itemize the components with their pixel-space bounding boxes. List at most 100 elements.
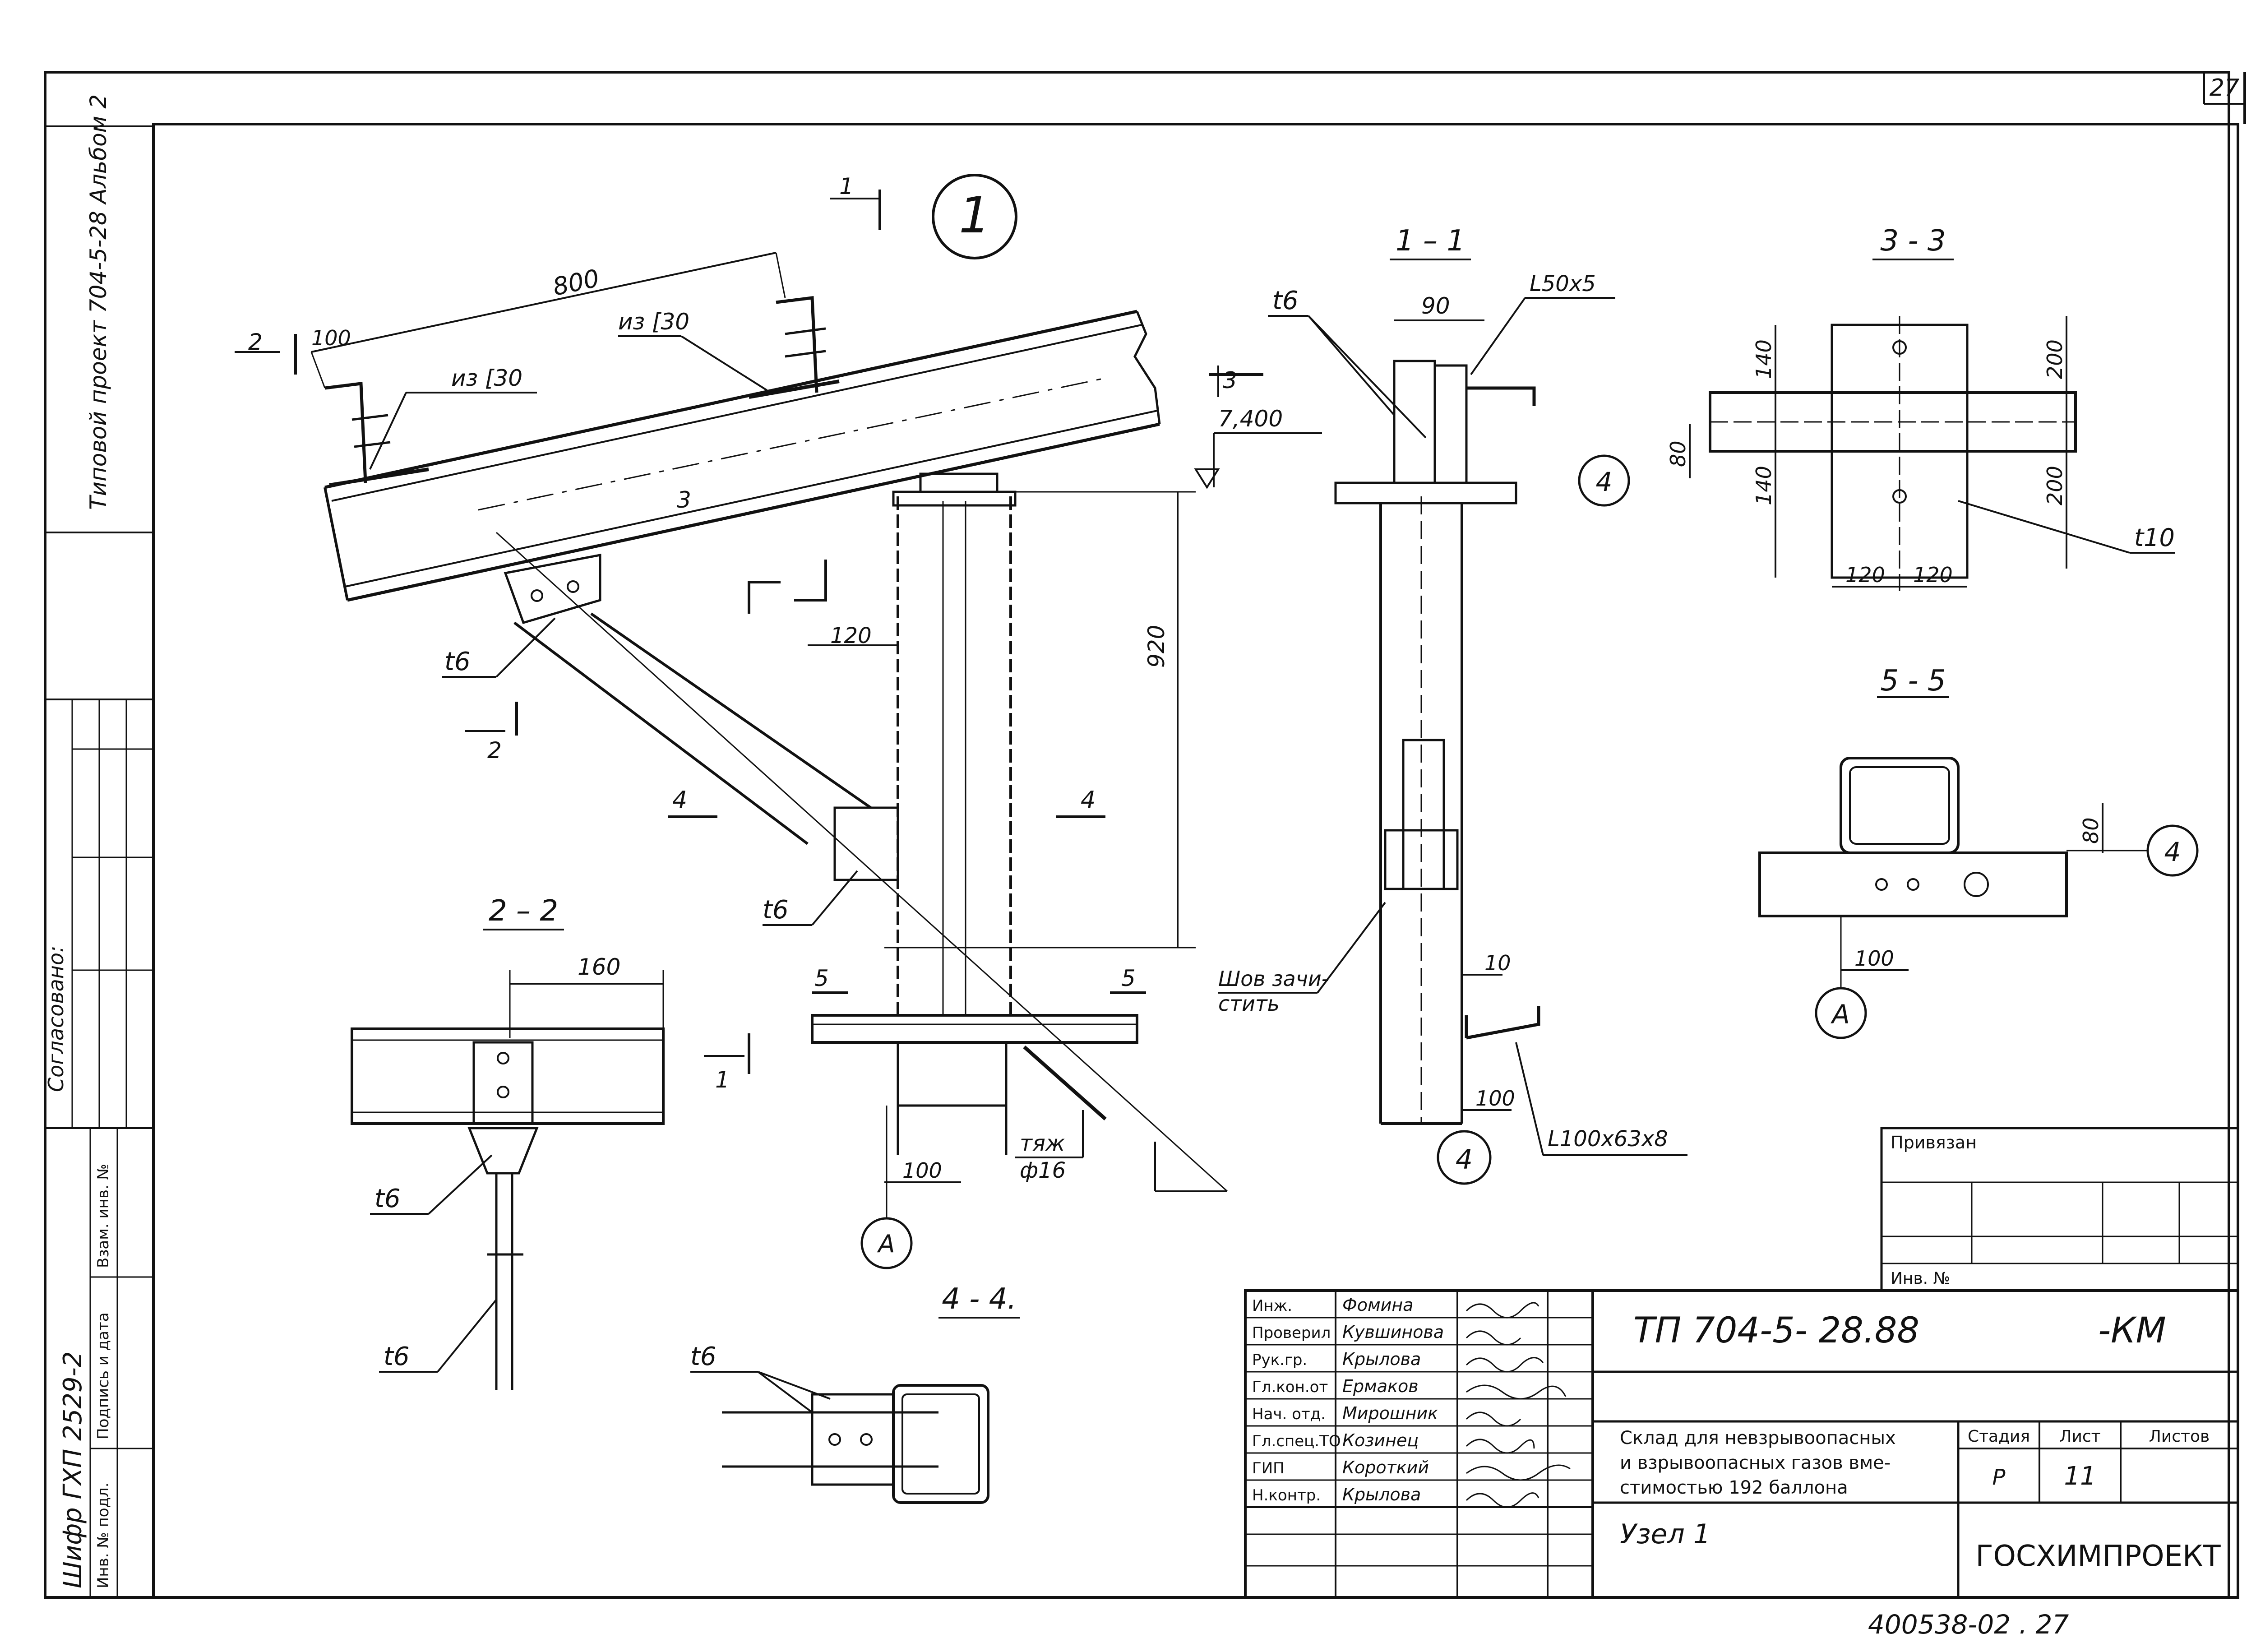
side-col-inv-replace: Взам. инв. № xyxy=(94,1164,112,1268)
signature-scribbles xyxy=(1465,1302,1571,1508)
crossbeam xyxy=(811,806,1138,1044)
elevation-triangle xyxy=(1194,468,1220,489)
sign-0 xyxy=(1465,1302,1539,1319)
elevation: 7,400 xyxy=(1218,406,1283,432)
name-2: Крылова xyxy=(1342,1349,1421,1369)
name-6: Короткий xyxy=(1342,1458,1429,1477)
bottom-stamp: 400538-02 . 27 xyxy=(1868,1609,2069,1640)
brace-top-edge xyxy=(590,612,872,809)
s11-mid-plate xyxy=(1402,739,1445,890)
s55-tube-outer xyxy=(1840,757,1960,854)
cut-2-bottom: 2 xyxy=(487,737,502,764)
s44-tube-inner xyxy=(901,1393,980,1495)
rafter-axis xyxy=(478,378,1101,511)
rafter-end-cut xyxy=(324,487,349,601)
side-album-text: Типовой проект 704-5-28 Альбом 2 xyxy=(85,94,111,510)
role-4: Нач. отд. xyxy=(1252,1405,1326,1423)
role-0: Инж. xyxy=(1252,1297,1292,1315)
description-line2: и взрывоопасных газов вме- xyxy=(1620,1453,1891,1473)
s55-beam xyxy=(1758,851,2068,917)
purlin-right-plate xyxy=(749,379,840,399)
s33-t10: t10 xyxy=(2134,523,2175,552)
outer-frame xyxy=(44,71,2230,1599)
s11-angle-top-label: L50x5 xyxy=(1530,271,1596,296)
tie-label: тяж xyxy=(1020,1131,1065,1156)
dim-800-ext-right xyxy=(775,252,786,298)
s55-axis-a: А xyxy=(1830,999,1850,1030)
role-1: Проверил xyxy=(1252,1324,1331,1342)
cut-4-right: 4 xyxy=(1081,787,1096,814)
s11-t6-arrow-2 xyxy=(1308,315,1427,439)
s33-dim-120-right: 120 xyxy=(1913,563,1953,587)
s11-t6-arrow-1 xyxy=(1308,315,1395,416)
axis-a: А xyxy=(877,1230,895,1258)
s44-bolt-2 xyxy=(860,1433,873,1446)
inv-label: Инв. № xyxy=(1891,1269,1950,1288)
cut-5-left: 5 xyxy=(814,965,829,991)
s22-bolt-2 xyxy=(497,1086,509,1098)
sheet-frames xyxy=(44,71,2246,1599)
s55-anchor-bolt xyxy=(1964,872,1989,897)
tie-rod xyxy=(1023,1046,1107,1120)
s55-bolt-1 xyxy=(1875,878,1888,891)
s11-angle-bottom xyxy=(1466,1006,1540,1040)
s55-dim-80: 80 xyxy=(2079,817,2103,844)
s44-bolt-1 xyxy=(828,1433,841,1446)
purlin-right-bolt-2 xyxy=(785,350,826,358)
view-bracket-left xyxy=(748,581,781,614)
s11-mid-connection xyxy=(1384,829,1459,890)
s33-dim-80: 80 xyxy=(1666,440,1690,467)
sign-4 xyxy=(1465,1411,1521,1427)
leader-c30-left-arrow xyxy=(369,392,407,470)
s44-tube-outer xyxy=(892,1384,989,1504)
column-lower-part xyxy=(897,1041,1008,1107)
stamp-frame xyxy=(1244,1289,2239,1599)
s44-t6-arrow-1 xyxy=(757,1371,813,1413)
s11-angle-bottom-label: L100x63x8 xyxy=(1548,1126,1668,1152)
gusset-bolt-2 xyxy=(567,580,579,593)
s33-axis-4-circle xyxy=(1578,454,1630,507)
section-5-5: 5 - 5 80 100 4 А xyxy=(1758,664,2199,1039)
s33-dim-120-left: 120 xyxy=(1845,563,1885,587)
cut-5-right: 5 xyxy=(1121,965,1136,991)
name-4: Мирошник xyxy=(1342,1403,1438,1423)
role-6: ГИП xyxy=(1252,1459,1285,1477)
dim-800-line xyxy=(311,252,777,353)
rafter-break-right xyxy=(1133,311,1161,425)
s33-dim-200-bottom: 200 xyxy=(2043,466,2067,505)
s11-t6: t6 xyxy=(1272,286,1299,315)
t6-upper-arrow xyxy=(495,617,556,678)
role-7: Н.контр. xyxy=(1252,1486,1321,1504)
s22-gusset xyxy=(467,1127,539,1175)
s22-t6-upper: t6 xyxy=(374,1184,401,1213)
side-cipher: Шифр ГХП 2529-2 xyxy=(58,1351,88,1588)
s33-dim-140-bottom: 140 xyxy=(1752,466,1776,505)
role-2: Рук.гр. xyxy=(1252,1351,1307,1369)
s44-plate xyxy=(811,1393,895,1486)
name-3: Ермаков xyxy=(1342,1376,1419,1396)
brace-bottom-edge xyxy=(513,621,809,845)
album-box xyxy=(44,125,154,533)
cut-2-top: 2 xyxy=(248,329,263,355)
name-0: Фомина xyxy=(1342,1295,1413,1315)
s22-bolt-1 xyxy=(497,1052,509,1064)
column xyxy=(892,472,1017,1155)
t6-lower: t6 xyxy=(763,895,789,925)
s33-bolt-top xyxy=(1892,340,1907,355)
s11-dim-100: 100 xyxy=(1475,1086,1515,1111)
gusset-plate xyxy=(504,553,601,625)
rafter-top-flange-inner xyxy=(331,324,1142,502)
s11-axis-4: 4 xyxy=(1456,1144,1473,1175)
section-3-3: 3 - 3 140 140 200 200 80 120 120 t10 4 xyxy=(1578,224,2175,591)
main-view-node-1: 1 xyxy=(235,173,1322,1269)
s44-t6-arrow-2 xyxy=(758,1371,831,1400)
side-col-signature-date: Подпись и дата xyxy=(94,1312,112,1439)
side-strip: Типовой проект 704-5-28 Альбом 2 Согласо… xyxy=(44,94,154,1598)
cut-markers: 1 2 2 3 3 4 4 5 5 1 xyxy=(235,173,1263,1093)
s33-axis-4: 4 xyxy=(1596,467,1613,497)
description-line3: стимостью 192 баллона xyxy=(1620,1477,1848,1498)
tie-diameter: ф16 xyxy=(1020,1158,1066,1183)
section-1-1: 1 – 1 t6 90 L50x5 Шов зачи- стить 10 100 xyxy=(1218,224,1687,1185)
s33-dim-140-top: 140 xyxy=(1752,339,1776,379)
